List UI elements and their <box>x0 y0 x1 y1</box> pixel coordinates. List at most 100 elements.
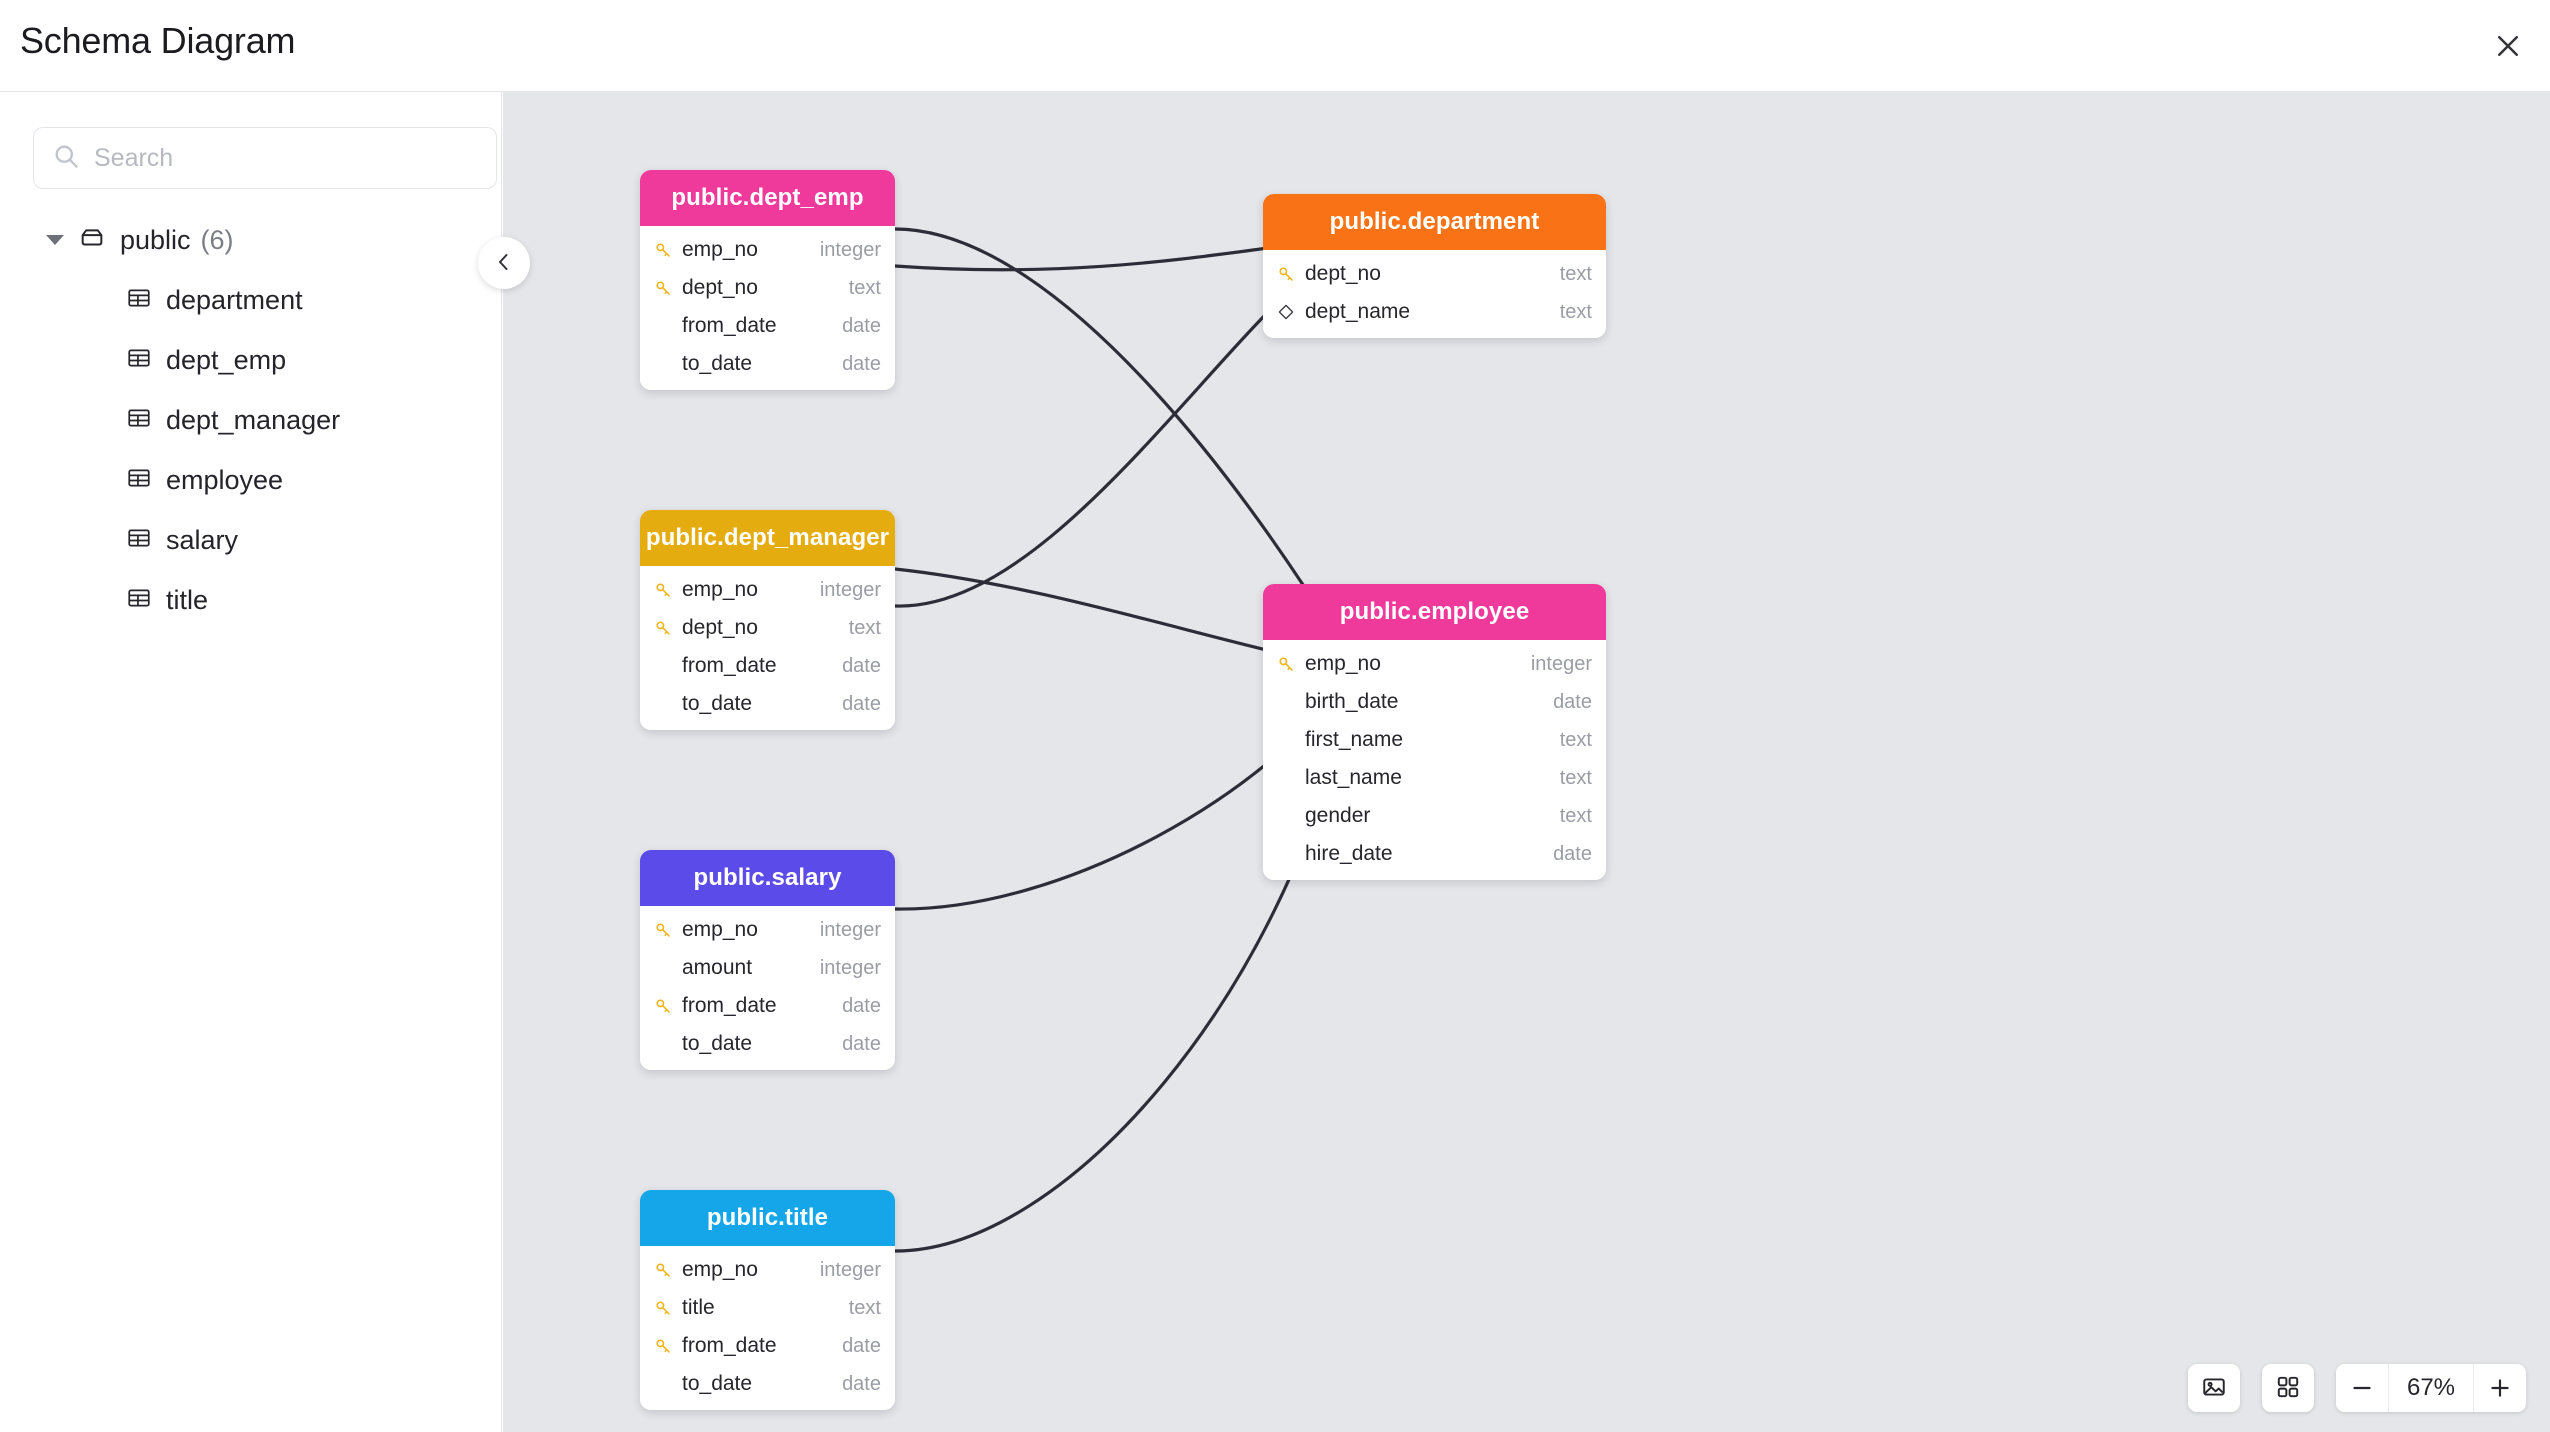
column-name: emp_no <box>682 238 758 261</box>
table-icon <box>126 345 152 376</box>
column-name: from_date <box>682 314 777 337</box>
table-row[interactable]: emp_no integer <box>640 911 895 949</box>
zoom-level-label[interactable]: 67% <box>2388 1364 2474 1412</box>
column-type: date <box>842 1372 881 1395</box>
column-name: emp_no <box>1305 652 1381 675</box>
export-image-button[interactable] <box>2188 1364 2240 1412</box>
column-type: integer <box>819 956 881 979</box>
sidebar-item-dept_manager[interactable]: dept_manager <box>0 390 502 450</box>
search-input[interactable] <box>94 143 478 173</box>
column-type: date <box>842 314 881 337</box>
table-row[interactable]: to_date date <box>640 1025 895 1063</box>
column-type: date <box>842 692 881 715</box>
tree-node-public[interactable]: public (6) <box>0 210 502 270</box>
column-name: dept_no <box>682 276 758 299</box>
table-row[interactable]: amount integer <box>640 949 895 987</box>
no-key-spacer <box>1276 768 1296 788</box>
sidebar-item-dept_emp[interactable]: dept_emp <box>0 330 502 390</box>
column-name: emp_no <box>682 918 758 941</box>
search-box[interactable] <box>33 127 497 189</box>
tree-node-public-label: public <box>120 224 191 255</box>
table-card-header: public.title <box>640 1190 895 1246</box>
search-icon <box>52 142 80 175</box>
column-name: to_date <box>682 1032 753 1055</box>
column-type: date <box>1553 842 1592 865</box>
table-card-employee[interactable]: public.employee emp_no integer birth_dat… <box>1263 584 1606 880</box>
sidebar-collapse-button[interactable] <box>478 237 530 289</box>
table-row[interactable]: birth_date date <box>1263 683 1606 721</box>
table-row[interactable]: emp_no integer <box>640 1251 895 1289</box>
layout-grid-button[interactable] <box>2262 1364 2314 1412</box>
table-card-dept_manager[interactable]: public.dept_manager emp_no integer dept_… <box>640 510 895 730</box>
sidebar-item-label: title <box>166 584 209 615</box>
sidebar-item-salary[interactable]: salary <box>0 510 502 570</box>
table-card-salary[interactable]: public.salary emp_no integer amount inte… <box>640 850 895 1070</box>
sidebar-item-title[interactable]: title <box>0 570 502 630</box>
primary-key-icon <box>1276 264 1296 284</box>
no-key-spacer <box>653 1034 673 1054</box>
column-type: date <box>842 654 881 677</box>
table-row[interactable]: title text <box>640 1289 895 1327</box>
table-row[interactable]: from_date date <box>640 647 895 685</box>
table-row[interactable]: dept_name text <box>1263 293 1606 331</box>
table-row[interactable]: dept_no text <box>640 269 895 307</box>
diagram-canvas[interactable]: public.dept_emp emp_no integer dept_no t… <box>503 92 2550 1432</box>
chevron-left-icon <box>492 250 516 277</box>
zoom-out-button[interactable] <box>2336 1364 2388 1412</box>
column-name: last_name <box>1305 766 1402 789</box>
table-row[interactable]: to_date date <box>640 685 895 723</box>
table-card-dept_emp[interactable]: public.dept_emp emp_no integer dept_no t… <box>640 170 895 390</box>
table-row[interactable]: from_date date <box>640 987 895 1025</box>
table-card-columns: emp_no integer title text from_date date… <box>640 1246 895 1410</box>
column-name: title <box>682 1296 715 1319</box>
chevron-down-icon[interactable] <box>46 235 64 245</box>
table-card-title[interactable]: public.title emp_no integer title text <box>640 1190 895 1410</box>
column-type: text <box>848 616 881 639</box>
sidebar-item-employee[interactable]: employee <box>0 450 502 510</box>
table-card-header: public.dept_manager <box>640 510 895 566</box>
no-key-spacer <box>653 656 673 676</box>
table-row[interactable]: gender text <box>1263 797 1606 835</box>
column-name: emp_no <box>682 1258 758 1281</box>
sidebar: public (6) department dept_emp <box>0 92 502 1432</box>
table-row[interactable]: first_name text <box>1263 721 1606 759</box>
primary-key-icon <box>653 1336 673 1356</box>
table-row[interactable]: from_date date <box>640 1327 895 1365</box>
unique-index-icon <box>1276 302 1296 322</box>
column-type: text <box>1559 766 1592 789</box>
table-card-header: public.department <box>1263 194 1606 250</box>
sidebar-item-department[interactable]: department <box>0 270 502 330</box>
table-row[interactable]: from_date date <box>640 307 895 345</box>
column-type: text <box>1559 262 1592 285</box>
grid-icon <box>2275 1374 2301 1403</box>
column-type: integer <box>819 238 881 261</box>
column-type: text <box>1559 728 1592 751</box>
table-row[interactable]: emp_no integer <box>1263 645 1606 683</box>
primary-key-icon <box>653 580 673 600</box>
column-name: to_date <box>682 692 753 715</box>
primary-key-icon <box>653 920 673 940</box>
table-row[interactable]: hire_date date <box>1263 835 1606 873</box>
column-type: integer <box>1530 652 1592 675</box>
sidebar-item-label: employee <box>166 464 284 495</box>
table-row[interactable]: dept_no text <box>1263 255 1606 293</box>
table-row[interactable]: to_date date <box>640 345 895 383</box>
column-name: gender <box>1305 804 1371 827</box>
table-row[interactable]: emp_no integer <box>640 571 895 609</box>
column-name: dept_name <box>1305 300 1411 323</box>
table-row[interactable]: last_name text <box>1263 759 1606 797</box>
no-key-spacer <box>653 1374 673 1394</box>
schema-icon <box>78 224 106 257</box>
table-row[interactable]: to_date date <box>640 1365 895 1403</box>
table-row[interactable]: dept_no text <box>640 609 895 647</box>
table-card-header: public.employee <box>1263 584 1606 640</box>
table-card-columns: emp_no integer birth_date date first_nam… <box>1263 640 1606 880</box>
column-name: amount <box>682 956 753 979</box>
close-button[interactable] <box>2484 22 2532 70</box>
table-card-department[interactable]: public.department dept_no text dept_name… <box>1263 194 1606 338</box>
sidebar-item-label: salary <box>166 524 239 555</box>
zoom-in-button[interactable] <box>2474 1364 2526 1412</box>
close-icon <box>2493 31 2523 61</box>
plus-icon <box>2491 1379 2509 1397</box>
table-row[interactable]: emp_no integer <box>640 231 895 269</box>
